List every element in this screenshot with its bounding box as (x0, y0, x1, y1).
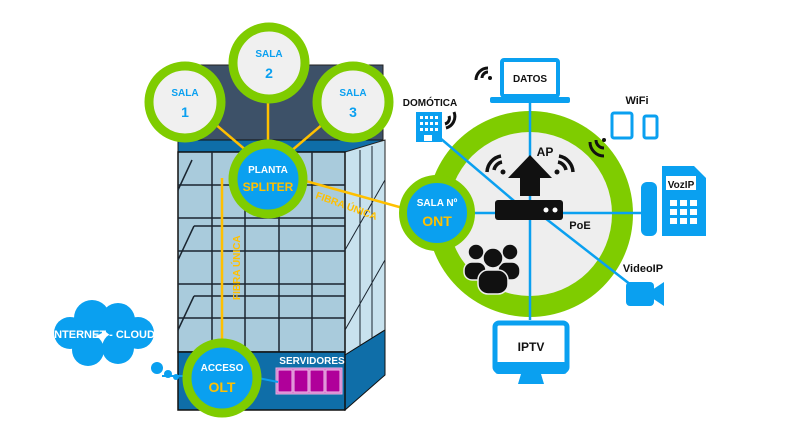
servers-label: SERVIDORES (279, 356, 345, 367)
splitter-name: SPLITER (243, 180, 294, 194)
room-number: 2 (265, 65, 273, 81)
phone-icon (642, 114, 659, 140)
domotica-device[interactable]: DOMÓTICA (403, 96, 457, 142)
wifi-signal-icon (485, 154, 575, 173)
ont-node[interactable]: SALA Nº ONT (399, 175, 475, 251)
laptop-icon (500, 58, 560, 98)
wifi-signal-icon (474, 66, 489, 81)
server-unit (277, 369, 293, 393)
cloud-label: INTERNET - CLOUD (51, 329, 155, 341)
wifi-label: WiFi (625, 95, 648, 107)
domotica-label: DOMÓTICA (403, 96, 457, 109)
datos-device[interactable]: DATOS (474, 58, 570, 103)
building-side (344, 139, 386, 356)
room-node-2[interactable]: SALA 2 (228, 22, 310, 104)
splitter-label: PLANTA (248, 165, 288, 176)
internet-cloud[interactable]: INTERNET - CLOUD (51, 300, 179, 380)
access-point[interactable]: AP PoE (485, 145, 591, 232)
router-icon (495, 200, 563, 220)
tablet-icon (610, 111, 634, 140)
voip-label: VozIP (668, 180, 695, 191)
wifi-signal-icon (588, 139, 605, 158)
room-node-1[interactable]: SALA 1 (144, 61, 226, 143)
ont-name: ONT (422, 213, 452, 229)
server-unit (309, 369, 325, 393)
datos-label: DATOS (513, 74, 547, 85)
camera-icon (626, 282, 654, 306)
link-videoip (544, 217, 641, 293)
voip-device[interactable]: VozIP (641, 166, 706, 236)
room-label: SALA (339, 88, 366, 99)
splitter-node[interactable]: PLANTA SPLITER (228, 139, 308, 219)
videoip-device[interactable]: VideoIP (623, 263, 664, 306)
facade-grid (177, 152, 345, 352)
olt-name: OLT (209, 379, 236, 395)
room-node-3[interactable]: SALA 3 (312, 61, 394, 143)
ont-label: SALA Nº (417, 198, 458, 209)
users-icon (463, 243, 521, 295)
wifi-devices[interactable]: WiFi (588, 95, 659, 158)
fiber-label-vertical: FIBRA ÚNICA (230, 235, 243, 300)
servers-rack: SERVIDORES (275, 356, 345, 395)
room-label: SALA (255, 49, 282, 60)
iptv-label: IPTV (518, 340, 545, 354)
iptv-device[interactable]: IPTV (492, 320, 570, 384)
poe-label: PoE (569, 220, 590, 232)
room-number: 1 (181, 104, 189, 120)
phone-handset-icon (641, 182, 657, 236)
side-grid (344, 146, 386, 345)
wifi-signal-icon (444, 111, 457, 130)
server-unit (325, 369, 341, 393)
room-number: 3 (349, 104, 357, 120)
upload-arrow-icon (508, 155, 552, 196)
room-label: SALA (171, 88, 198, 99)
olt-node[interactable]: ACCESO OLT (182, 338, 262, 418)
fiber-horizontal (301, 178, 411, 212)
ap-label: AP (537, 145, 554, 159)
link-domotica (439, 137, 521, 207)
videoip-label: VideoIP (623, 263, 663, 275)
server-unit (293, 369, 309, 393)
olt-label: ACCESO (201, 363, 244, 374)
